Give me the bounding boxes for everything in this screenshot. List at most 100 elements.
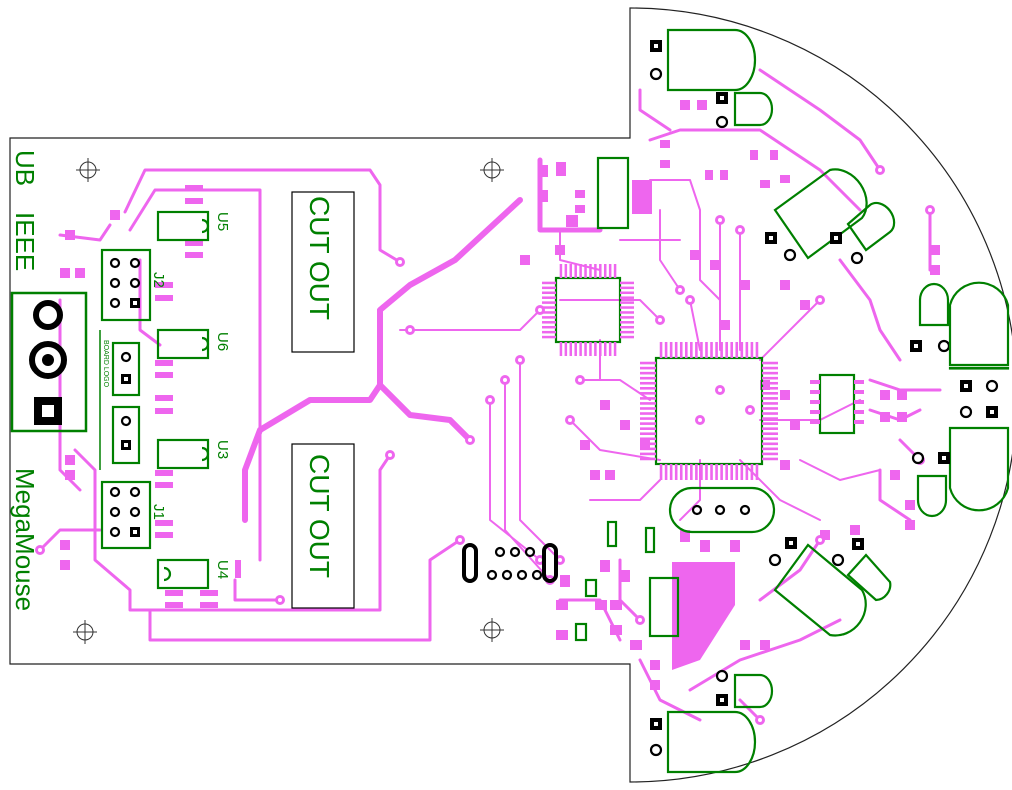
ic-pin-pad — [640, 381, 656, 385]
ic-pin-pad — [640, 366, 656, 370]
ic-pin-pad — [564, 264, 568, 278]
ic-pin-pad — [640, 427, 656, 430]
ic-pin-pad — [589, 342, 592, 356]
ic-pin-pad — [640, 452, 656, 456]
ref-u4: U4 — [214, 560, 231, 579]
ic-pin-pad — [679, 342, 683, 358]
ic-pin-pad — [735, 342, 739, 358]
led-top-small — [715, 91, 774, 129]
ic-pin-pad — [599, 342, 602, 356]
ic-pin-pad — [762, 402, 778, 405]
ic-pin-pad — [640, 402, 656, 405]
copper-pours — [556, 162, 735, 670]
ic-pin-pad — [640, 437, 656, 441]
ref-u3: U3 — [214, 440, 231, 459]
ic-pin-pad — [725, 464, 728, 480]
ic-pin-pad — [669, 342, 673, 358]
ic-pin-pad — [620, 291, 634, 295]
ic-pin-pad — [715, 464, 718, 480]
ic-pin-pad — [542, 301, 556, 304]
ic-pin-pad — [574, 342, 577, 356]
header-j1 — [100, 480, 152, 550]
ic-pin-pad — [720, 342, 723, 358]
header-j2 — [100, 248, 152, 322]
led-right-large-bottom — [948, 426, 1010, 512]
ic-pin-pad — [640, 376, 656, 380]
ic-pin-pad — [620, 316, 634, 319]
ic-pin-pad — [608, 342, 612, 356]
ic-pin-pad — [584, 264, 587, 278]
ic-pin-pad — [574, 264, 577, 278]
ic-pin-pad — [762, 452, 778, 456]
ic-pin-pad — [640, 397, 656, 400]
ic-pin-pad — [750, 464, 754, 480]
ic-pin-pad — [674, 342, 678, 358]
ic-pin-pad — [589, 264, 592, 278]
ic-pin-pad — [690, 464, 693, 480]
ic-pin-pad — [640, 447, 656, 451]
ic-pin-pad — [579, 342, 582, 356]
ic-pin-pad — [705, 464, 708, 480]
led-right-small-bottom — [911, 451, 950, 518]
ic-u3 — [156, 438, 210, 470]
ic-pin-pad — [762, 386, 778, 390]
ic-pin-pad — [542, 291, 556, 295]
ic-pin-pad — [542, 286, 556, 290]
ic-pin-pad — [620, 286, 634, 290]
ic-pin-pad — [762, 361, 778, 365]
led-top-large — [649, 28, 757, 92]
ref-j1: J1 — [150, 504, 167, 520]
ic-pin-pad — [762, 381, 778, 385]
ic-pin-pad — [542, 330, 556, 334]
ic-pin-pad — [762, 376, 778, 380]
ref-u6: U6 — [214, 332, 231, 351]
ic-pin-pad — [599, 264, 602, 278]
power-jack — [10, 291, 88, 433]
sot-components — [574, 520, 656, 642]
ic-right-soic — [810, 373, 864, 435]
ic-top-soic — [596, 156, 630, 230]
ic-pin-pad — [710, 464, 713, 480]
ic-pin-pad — [745, 464, 749, 480]
ic-pin-pad — [620, 306, 634, 309]
silk-texts: UB IEEE MegaMouse CUT OUT CUT OUT U5 U6 … — [10, 150, 335, 611]
ic-pin-pad — [740, 342, 744, 358]
ic-pin-pad — [700, 342, 703, 358]
ic-pin-pad — [715, 342, 718, 358]
ic-pin-pad — [579, 264, 582, 278]
two-pin-header-1 — [111, 341, 141, 397]
ic-pin-pad — [640, 442, 656, 446]
ic-pin-pad — [664, 464, 668, 480]
ic-pin-pad — [640, 417, 656, 420]
ic-pin-pad — [640, 457, 656, 461]
ic-pin-pad — [620, 281, 634, 285]
ic-pin-pad — [700, 464, 703, 480]
ic-pin-pad — [569, 342, 573, 356]
ic-pin-pad — [762, 457, 778, 461]
ic-pin-pad — [735, 464, 739, 480]
ic-pin-pad — [705, 342, 708, 358]
ic-pin-pad — [640, 371, 656, 375]
ic-pin-pad — [640, 407, 656, 410]
ic-pin-pad — [594, 264, 597, 278]
ic-u4 — [156, 558, 210, 590]
ic-pin-pad — [659, 464, 663, 480]
led-bottom-small — [715, 669, 774, 709]
ic-pin-pad — [569, 264, 573, 278]
led-lower-diag-large — [768, 537, 867, 637]
ic-pin-pad — [559, 342, 563, 356]
two-pin-header-2 — [111, 405, 141, 465]
ic-pin-pad — [620, 296, 634, 299]
smd-pads — [60, 100, 940, 690]
led-bottom-large — [649, 710, 757, 774]
label-cut-out-bottom: CUT OUT — [304, 454, 335, 578]
ic-pin-pad — [762, 407, 778, 410]
ref-u5: U5 — [214, 212, 231, 231]
ic-pin-pad — [620, 325, 634, 329]
ic-pin-pad — [730, 464, 734, 480]
label-ub: UB — [10, 150, 40, 186]
ic-pin-pad — [695, 464, 698, 480]
ic-pin-pad — [608, 264, 612, 278]
ic-u6 — [156, 328, 210, 360]
ic-pin-pad — [745, 342, 749, 358]
